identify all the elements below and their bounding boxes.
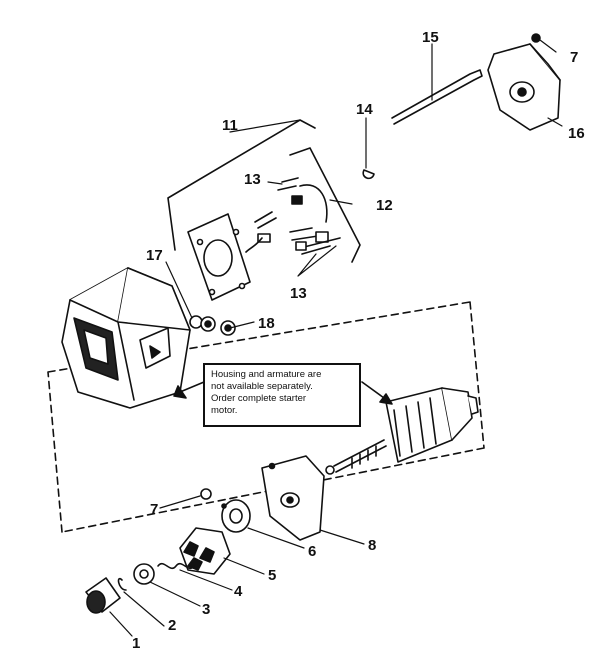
through-bolt-15 bbox=[391, 69, 483, 125]
note-line-2: not available separately. bbox=[211, 381, 313, 392]
callout-17: 17 bbox=[146, 247, 163, 264]
callout-14: 14 bbox=[356, 101, 373, 118]
availability-note: Housing and armature are not available s… bbox=[203, 363, 361, 427]
callout-8: 8 bbox=[368, 537, 376, 554]
callout-4: 4 bbox=[234, 583, 243, 600]
housing bbox=[61, 267, 191, 409]
washer-3 bbox=[133, 563, 155, 585]
bracket-12 bbox=[289, 147, 361, 263]
brush-plate bbox=[187, 213, 251, 301]
callout-6: 6 bbox=[308, 543, 316, 560]
drive-end-cap-8 bbox=[261, 455, 335, 541]
armature bbox=[333, 387, 479, 473]
callout-2: 2 bbox=[168, 617, 176, 634]
bearing-6 bbox=[221, 499, 251, 533]
callout-labels: 1 2 3 4 5 6 7 7 8 11 12 13 13 14 15 16 1… bbox=[132, 29, 585, 652]
note-arrows bbox=[173, 381, 393, 405]
washer-7-lower bbox=[200, 488, 212, 500]
callout-13-lower: 13 bbox=[290, 285, 307, 302]
clip-2 bbox=[117, 577, 127, 591]
note-line-4: motor. bbox=[211, 405, 238, 416]
callout-5: 5 bbox=[268, 567, 276, 584]
end-cap-16 bbox=[487, 33, 561, 131]
callout-7-lower: 7 bbox=[150, 501, 158, 518]
brush-assemblies bbox=[245, 177, 341, 255]
callout-15: 15 bbox=[422, 29, 439, 46]
note-line-3: Order complete starter bbox=[211, 393, 307, 404]
clip-14 bbox=[362, 169, 375, 180]
callout-13-upper: 13 bbox=[244, 171, 261, 188]
spring-4 bbox=[157, 562, 195, 570]
callout-11: 11 bbox=[222, 117, 238, 134]
dashed-enclosure bbox=[47, 301, 485, 533]
cap-1 bbox=[85, 577, 121, 614]
callout-3: 3 bbox=[202, 601, 210, 618]
note-line-1: Housing and armature are bbox=[211, 369, 322, 380]
callout-12: 12 bbox=[376, 197, 393, 214]
callout-1: 1 bbox=[132, 635, 140, 652]
callout-18: 18 bbox=[258, 315, 275, 332]
drive-gear-5 bbox=[179, 527, 231, 575]
leader-lines bbox=[109, 39, 563, 637]
callout-7-upper: 7 bbox=[570, 49, 578, 66]
washer-17-nuts-18 bbox=[189, 315, 236, 336]
callout-16: 16 bbox=[568, 125, 585, 142]
